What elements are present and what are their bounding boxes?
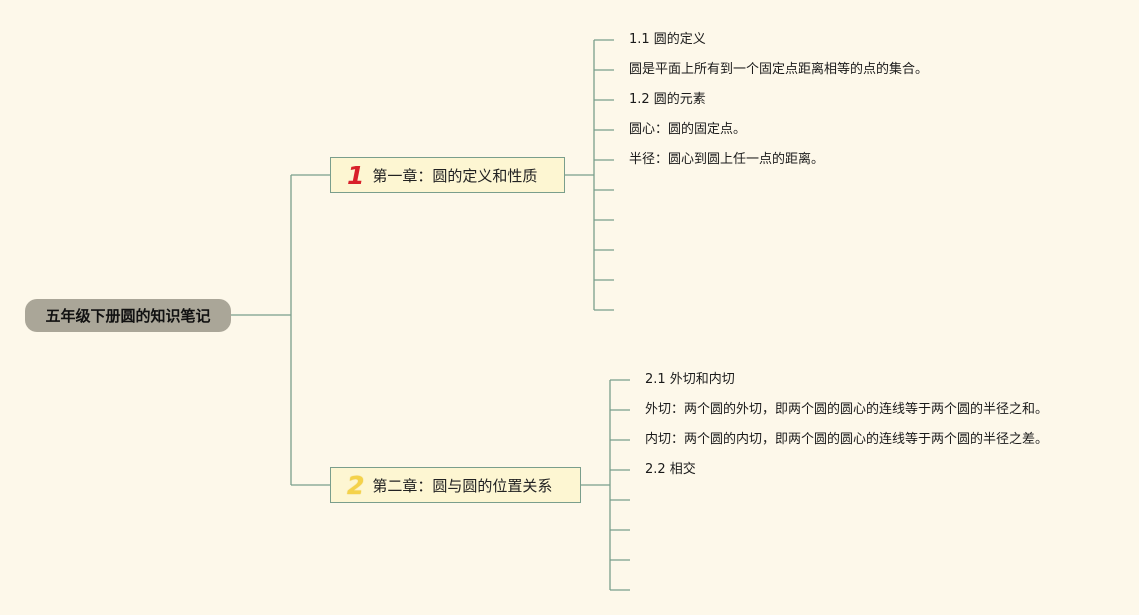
- number-two-icon: 2: [347, 470, 365, 500]
- root-topic-label: 五年级下册圆的知识笔记: [45, 307, 211, 325]
- chapter-1-item-4[interactable]: 圆心：圆的固定点。: [629, 122, 747, 137]
- chapter-1-item-1[interactable]: 1.1 圆的定义: [629, 32, 706, 47]
- chapter-1-item-3[interactable]: 1.2 圆的元素: [629, 92, 706, 107]
- root-topic[interactable]: 五年级下册圆的知识笔记: [25, 299, 231, 332]
- chapter-2-topic[interactable]: 2 第二章：圆与圆的位置关系: [330, 467, 581, 503]
- chapter-2-title: 第二章：圆与圆的位置关系: [372, 476, 553, 495]
- chapter-2-item-2[interactable]: 外切：两个圆的外切，即两个圆的圆心的连线等于两个圆的半径之和。: [645, 402, 1049, 417]
- number-one-icon: 1: [347, 160, 365, 190]
- chapter-1-topic[interactable]: 1 第一章：圆的定义和性质: [330, 157, 565, 193]
- chapter-1-item-5[interactable]: 半径：圆心到圆上任一点的距离。: [629, 152, 825, 167]
- chapter-1-item-2[interactable]: 圆是平面上所有到一个固定点距离相等的点的集合。: [629, 62, 929, 77]
- chapter-2-item-3[interactable]: 内切：两个圆的内切，即两个圆的圆心的连线等于两个圆的半径之差。: [645, 432, 1049, 447]
- chapter-2-item-1[interactable]: 2.1 外切和内切: [645, 372, 735, 387]
- chapter-2-item-4[interactable]: 2.2 相交: [645, 462, 696, 477]
- chapter-1-title: 第一章：圆的定义和性质: [372, 166, 538, 185]
